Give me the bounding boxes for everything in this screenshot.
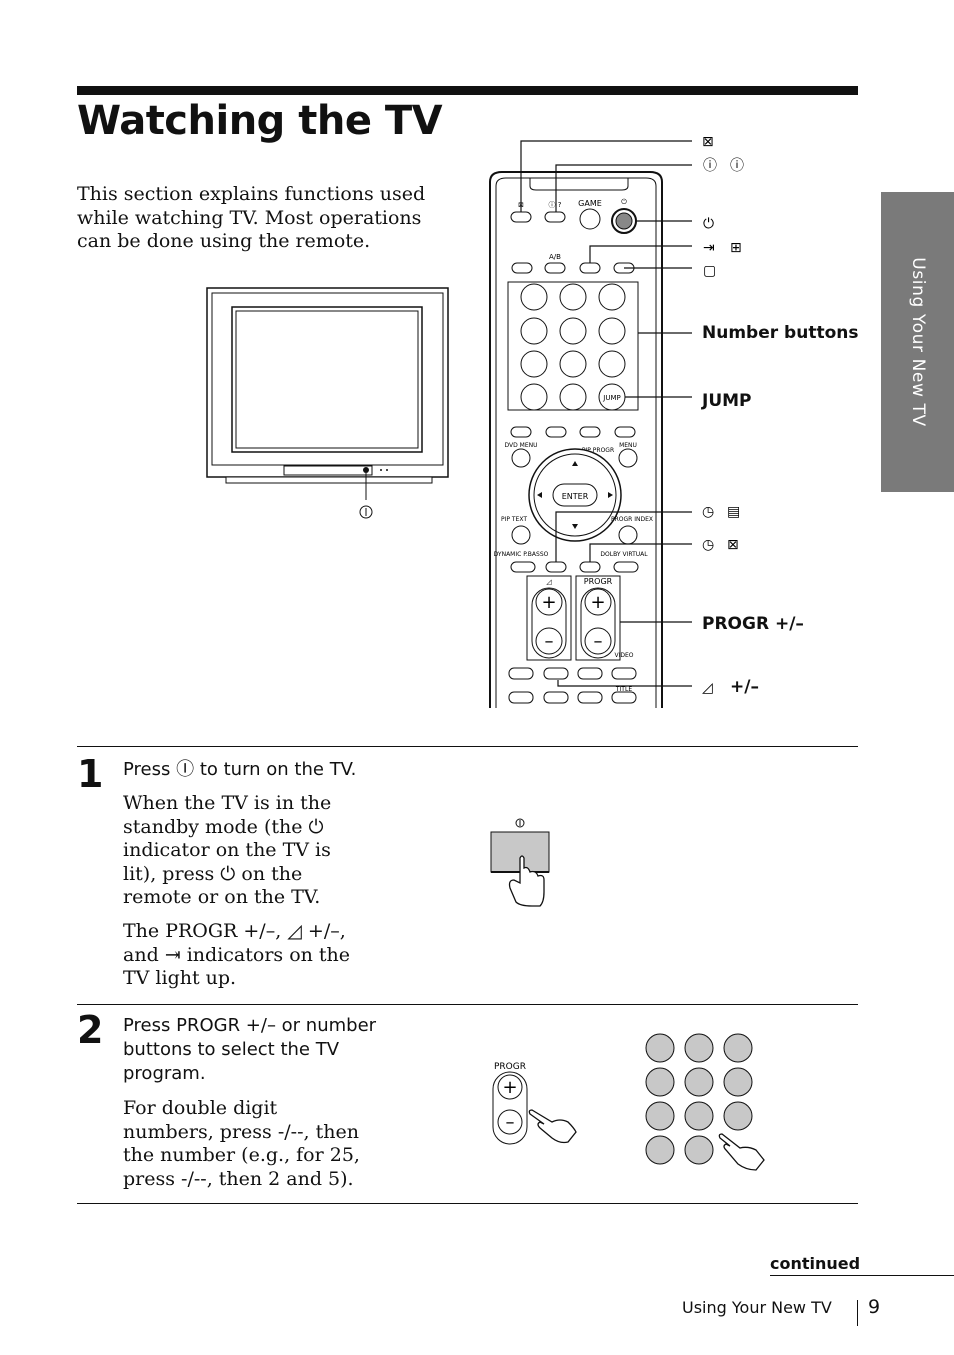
number-buttons	[520, 283, 626, 411]
video-label: VIDEO	[614, 652, 633, 659]
svg-text:–: –	[545, 631, 554, 652]
menu-label: MENU	[619, 442, 637, 449]
side-tab: Using Your New TV	[881, 192, 954, 492]
step-heading: Press Ⓘ to turn on the TV.	[123, 759, 357, 780]
pip-progr-label: PIP PROGR	[582, 447, 614, 454]
display-icon: ▢	[703, 263, 716, 279]
menu-button	[618, 448, 638, 468]
volume-icon: ◿	[702, 680, 713, 696]
info-button	[544, 211, 566, 223]
number-button	[559, 317, 587, 345]
step-number: 2	[77, 1008, 104, 1052]
svg-text:◿: ◿	[546, 578, 552, 586]
number-button	[598, 350, 626, 378]
transport-button	[543, 691, 569, 704]
intro-text: This section explains functions used whi…	[77, 183, 426, 252]
number-buttons-label: Number buttons	[702, 323, 859, 343]
dvd-menu-button	[511, 448, 531, 468]
dolby-label: DOLBY VIRTUAL	[600, 551, 648, 558]
number-button	[559, 350, 587, 378]
timer-icon: ◷	[702, 504, 714, 520]
step-number: 1	[77, 752, 104, 796]
mute-button	[510, 211, 532, 223]
transport-button	[543, 667, 569, 680]
step-text: The PROGR +/–, ◿ +/–, and ⇥ indicators o…	[123, 920, 351, 989]
dynamic-label: DYNAMIC P.BASSO	[494, 551, 549, 558]
footer-section: Using Your New TV	[682, 1298, 832, 1317]
enter-label: ENTER	[562, 492, 589, 501]
transport-button	[508, 691, 534, 704]
svg-text:–: –	[594, 631, 603, 652]
help-icon: ⓘ	[730, 158, 744, 174]
dvd-menu-label: DVD MENU	[505, 442, 538, 449]
transport-button	[577, 691, 603, 704]
volume-label: +/–	[730, 677, 759, 697]
color-button	[510, 426, 532, 438]
antenna-icon: ⊞	[730, 240, 742, 256]
step-heading: Press PROGR +/– or number buttons to sel…	[123, 1015, 377, 1084]
step-divider	[77, 746, 858, 747]
jump-label: JUMP	[702, 391, 752, 411]
svg-text:ⓘ ?: ⓘ ?	[549, 201, 562, 209]
step-divider	[77, 1004, 858, 1005]
number-button	[559, 383, 587, 411]
input-button	[579, 262, 601, 274]
color-button	[579, 426, 601, 438]
cancel-icon: ⊠	[727, 537, 739, 553]
continued-label: continued	[770, 1254, 861, 1273]
ab-label: A/B	[549, 253, 561, 261]
number-button	[598, 283, 626, 311]
color-button	[614, 426, 636, 438]
timer-cancel-button	[579, 561, 601, 573]
enter-button	[552, 483, 598, 507]
mute-icon: ⊠	[702, 134, 714, 150]
footer-divider	[857, 1300, 858, 1326]
game-label: GAME	[578, 199, 602, 208]
number-button	[520, 383, 548, 411]
progr-label: PROGR +/–	[702, 614, 804, 634]
number-button	[520, 317, 548, 345]
number-button	[520, 350, 548, 378]
input-icon: ⇥	[703, 240, 715, 256]
svg-text:+: +	[541, 592, 556, 613]
title-label: TITLE	[615, 686, 632, 693]
jump-button-label: JUMP	[602, 394, 620, 402]
color-button	[545, 426, 567, 438]
pip-text-label: PIP TEXT	[501, 516, 527, 523]
info-icon: ⓘ	[703, 158, 717, 174]
timer-icon: ◷	[702, 537, 714, 553]
text-icon: ▤	[727, 504, 740, 520]
number-button	[520, 283, 548, 311]
progr-index-label: PROGR INDEX	[611, 516, 653, 523]
svg-text:+: +	[590, 592, 605, 613]
page-title: Watching the TV	[77, 98, 443, 144]
power-icon: ⏻	[703, 216, 714, 232]
number-button	[559, 283, 587, 311]
step-divider	[77, 1203, 858, 1204]
transport-button	[611, 667, 637, 680]
title-rule	[77, 86, 858, 95]
continued-rule	[770, 1275, 954, 1276]
progr-label: PROGR	[584, 577, 613, 586]
step-text: For double digit numbers, press -/--, th…	[123, 1097, 360, 1190]
page-number: 9	[868, 1296, 881, 1318]
transport-button	[508, 667, 534, 680]
transport-button	[577, 667, 603, 680]
game-button	[579, 208, 601, 230]
transport-button	[611, 691, 637, 704]
timer-text-button	[545, 561, 567, 573]
svg-text:⏻: ⏻	[621, 198, 627, 206]
number-button	[598, 317, 626, 345]
step-text: When the TV is in the standby mode (the …	[123, 792, 332, 908]
